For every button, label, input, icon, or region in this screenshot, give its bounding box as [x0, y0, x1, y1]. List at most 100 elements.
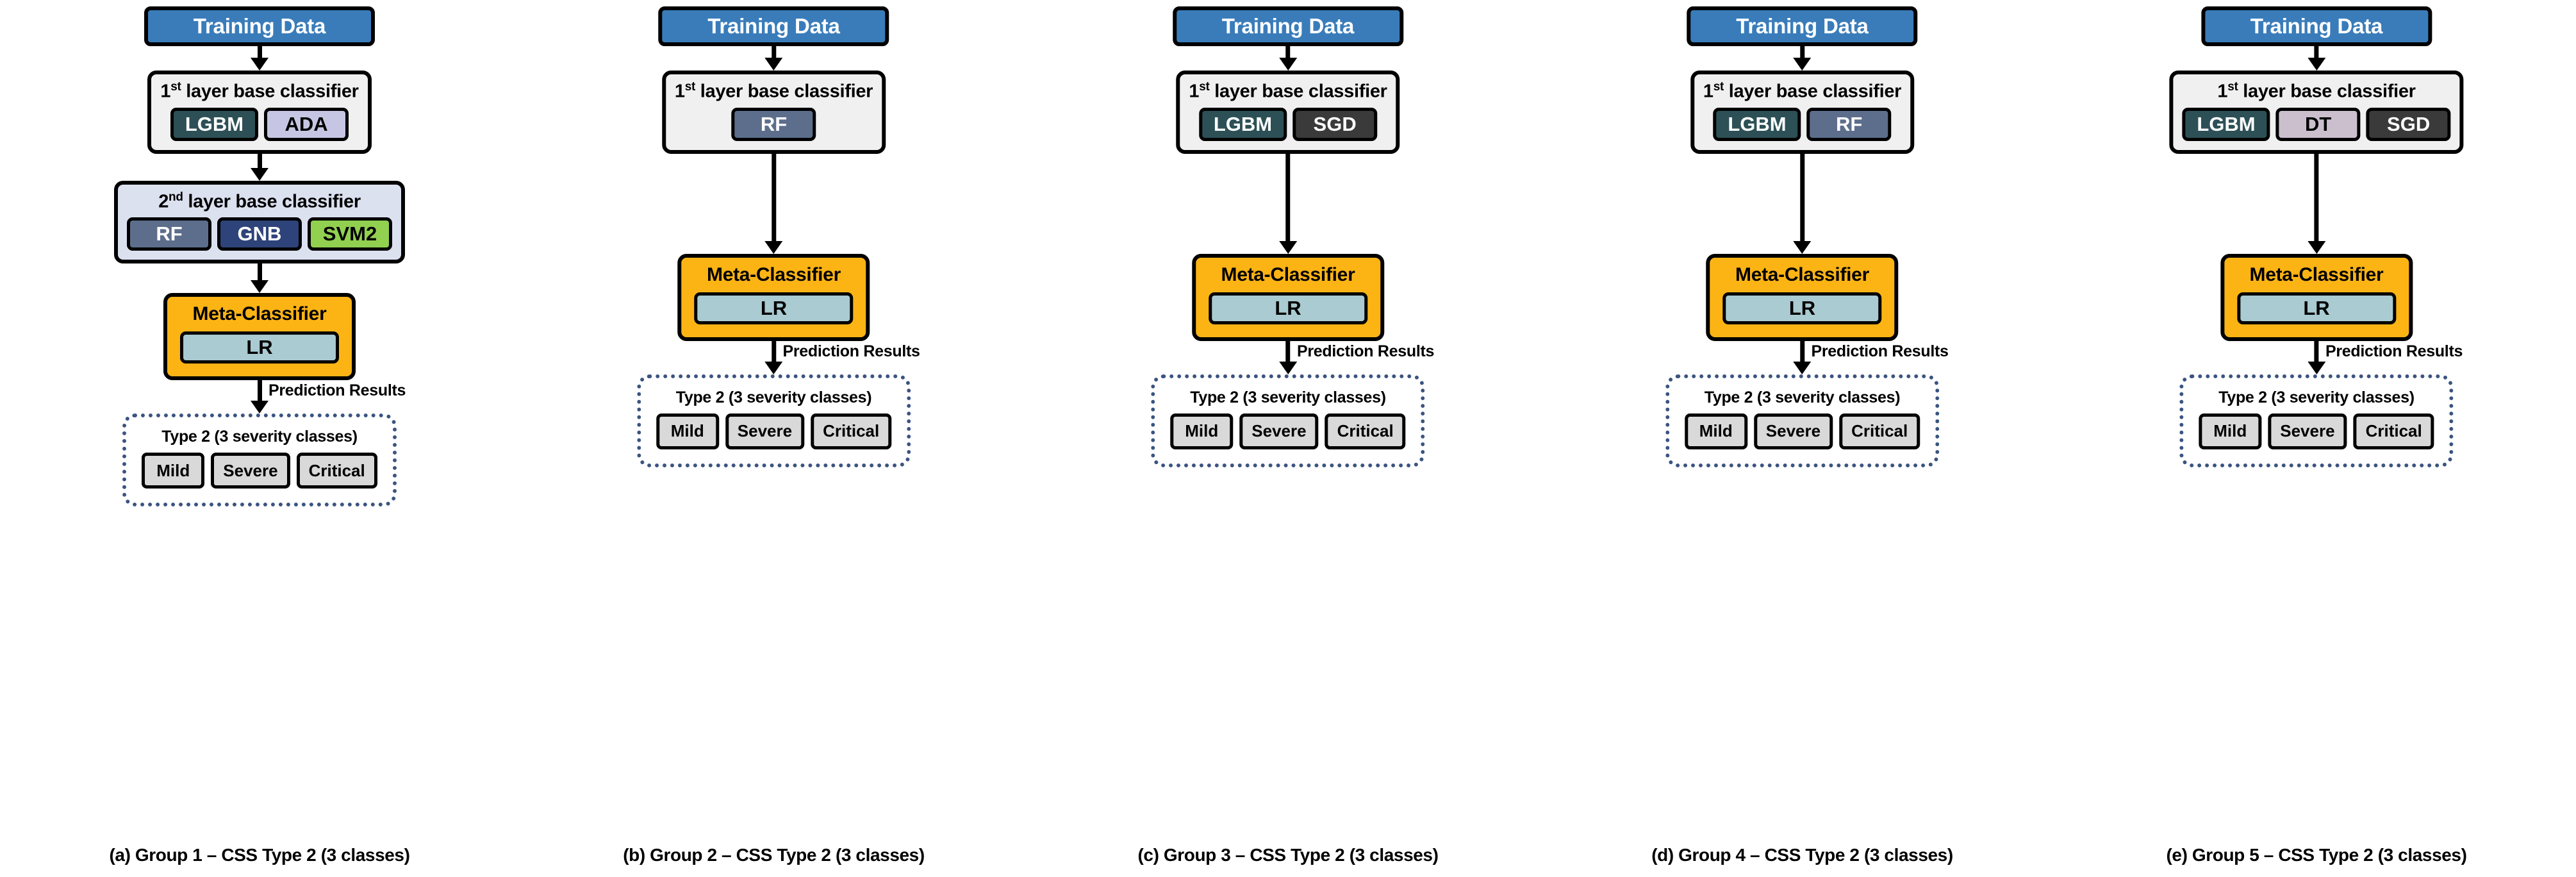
base-classifier-rf[interactable]: RF [1806, 107, 1892, 141]
flow-arrow [2306, 340, 2327, 374]
arrow-head [2307, 58, 2325, 71]
severity-class-mild[interactable]: Mild [142, 453, 205, 489]
severity-class-severe[interactable]: Severe [1753, 413, 1833, 449]
base-classifier-dt[interactable]: DT [2275, 107, 2361, 141]
first-layer-classifier-row: RF [731, 107, 816, 141]
arrow-head [1279, 361, 1297, 374]
prediction-results-label: Prediction Results [268, 381, 406, 400]
first-layer-title: 1st layer base classifier [1703, 80, 1902, 102]
base-classifier-svm2[interactable]: SVM2 [308, 217, 392, 251]
panel-caption: (a) Group 1 – CSS Type 2 (3 classes) [109, 845, 410, 865]
arrow-shaft [2314, 340, 2319, 362]
flow-arrow [763, 46, 785, 71]
arrow-shaft [1285, 340, 1291, 362]
severity-class-critical[interactable]: Critical [811, 413, 892, 449]
arrow-shaft [772, 340, 776, 362]
results-title: Type 2 (3 severity classes) [1190, 388, 1386, 406]
base-classifier-lgbm[interactable]: LGBM [2182, 107, 2270, 141]
base-classifier-gnb[interactable]: GNB [217, 217, 302, 251]
arrow-head [251, 167, 268, 181]
arrow-head [764, 361, 783, 374]
base-classifier-lgbm[interactable]: LGBM [170, 107, 259, 141]
severity-class-severe[interactable]: Severe [725, 413, 805, 449]
flow-arrow [249, 380, 270, 414]
arrow-shaft [1285, 153, 1291, 242]
meta-classifier-lr[interactable]: LR [694, 292, 854, 324]
prediction-arrow-wrap: Prediction Results [114, 380, 406, 414]
severity-class-critical[interactable]: Critical [296, 453, 377, 489]
arrow-shaft [257, 380, 262, 402]
severity-class-critical[interactable]: Critical [1325, 413, 1406, 449]
severity-class-mild[interactable]: Mild [1684, 413, 1747, 449]
severity-class-severe[interactable]: Severe [2268, 413, 2347, 449]
training-data-box: Training Data [144, 6, 375, 46]
prediction-arrow-wrap: Prediction Results [1151, 340, 1434, 374]
severity-class-critical[interactable]: Critical [1839, 413, 1920, 449]
severity-class-severe[interactable]: Severe [1239, 413, 1319, 449]
base-classifier-lgbm[interactable]: LGBM [1713, 107, 1801, 141]
panel-caption: (c) Group 3 – CSS Type 2 (3 classes) [1137, 845, 1439, 865]
arrow-head [764, 58, 783, 71]
base-classifier-sgd[interactable]: SGD [2366, 107, 2451, 141]
prediction-results-label: Prediction Results [1811, 342, 1949, 360]
base-classifier-sgd[interactable]: SGD [1292, 107, 1378, 141]
arrow-shaft [1800, 46, 1804, 58]
base-classifier-rf[interactable]: RF [127, 217, 211, 251]
meta-classifier-lr[interactable]: LR [2236, 292, 2396, 324]
meta-classifier-title: Meta-Classifier [1221, 263, 1355, 285]
meta-classifier-title: Meta-Classifier [1735, 263, 1869, 285]
arrow-head [1793, 361, 1812, 374]
flow-arrow [763, 153, 785, 254]
severity-class-severe[interactable]: Severe [211, 453, 290, 489]
arrow-shaft [2314, 153, 2319, 242]
training-data-box: Training Data [1687, 6, 1918, 46]
base-classifier-lgbm[interactable]: LGBM [1198, 107, 1287, 141]
severity-class-mild[interactable]: Mild [2199, 413, 2262, 449]
arrow-shaft [772, 153, 776, 242]
arrow-shaft [1800, 153, 1804, 242]
severity-class-critical[interactable]: Critical [2353, 413, 2434, 449]
prediction-results-label: Prediction Results [782, 342, 920, 360]
severity-class-mild[interactable]: Mild [1170, 413, 1234, 449]
arrow-head [1793, 58, 1812, 71]
arrow-head [2307, 361, 2325, 374]
flow-arrow [1792, 340, 1813, 374]
arrow-head [251, 280, 268, 294]
first-layer-title: 1st layer base classifier [1189, 80, 1387, 102]
first-layer-title: 1st layer base classifier [2217, 80, 2416, 102]
base-classifier-rf[interactable]: RF [731, 107, 816, 141]
arrow-head [1793, 240, 1812, 254]
flow-arrow [249, 263, 270, 294]
meta-classifier-lr[interactable]: LR [1209, 292, 1367, 324]
first-layer-title: 1st layer base classifier [674, 80, 873, 102]
arrow-shaft [257, 153, 262, 169]
first-layer-title: 1st layer base classifier [160, 80, 359, 102]
base-classifier-ada[interactable]: ADA [264, 107, 349, 141]
severity-class-mild[interactable]: Mild [656, 413, 719, 449]
prediction-arrow-wrap: Prediction Results [1665, 340, 1949, 374]
arrow-head [251, 401, 268, 414]
meta-classifier-lr[interactable]: LR [1722, 292, 1882, 324]
meta-classifier-lr[interactable]: LR [180, 331, 339, 364]
flow-arrow [1792, 46, 1813, 71]
